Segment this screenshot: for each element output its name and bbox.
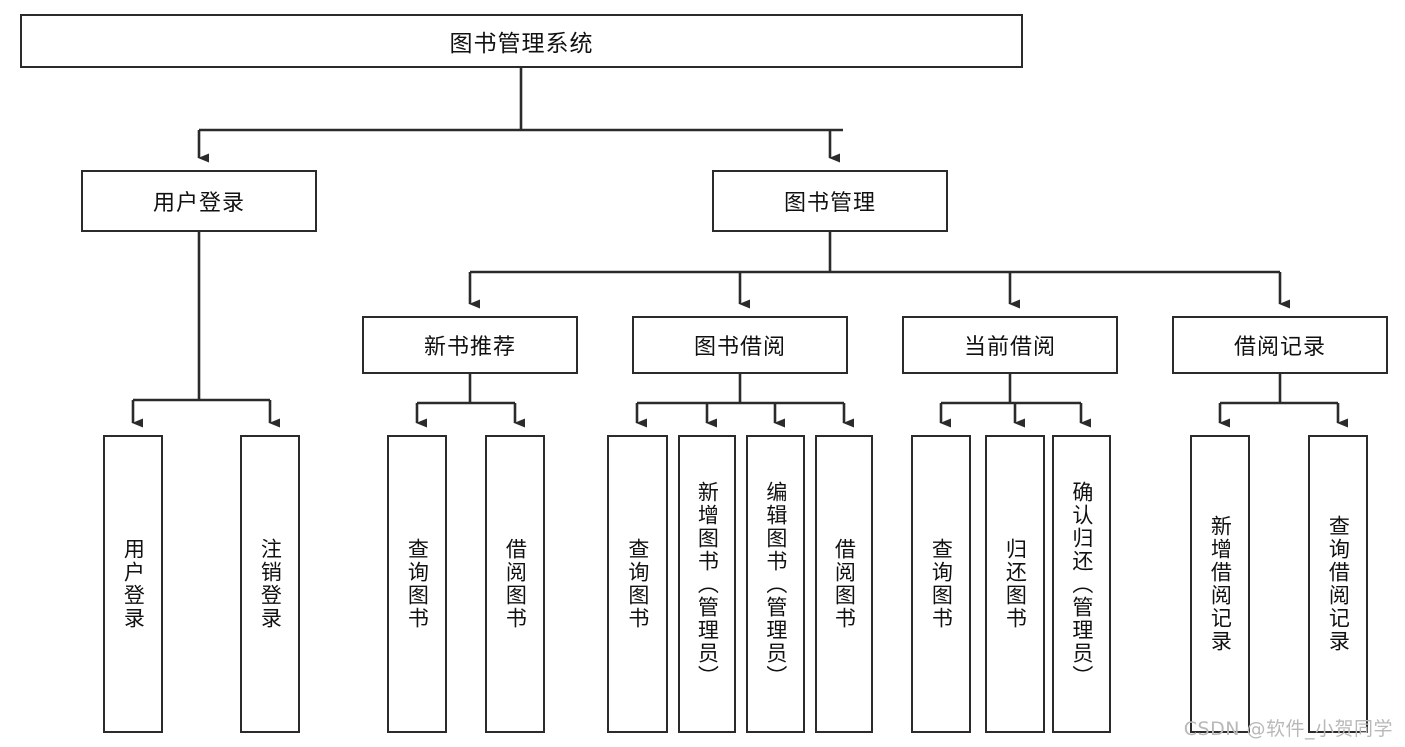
leaf-edit-book[interactable]: 编辑图书（管理员）: [746, 435, 805, 733]
edges-bookborrow-to-leaves: [635, 374, 854, 428]
leaf-add-book-label: 新增图书（管理员）: [695, 480, 720, 688]
node-new-book-recommend-label: 新书推荐: [423, 335, 516, 360]
leaf-borrow-book-recommend[interactable]: 借阅图书: [485, 435, 545, 733]
leaf-query-book-borrow[interactable]: 查询图书: [607, 435, 668, 733]
node-current-borrow-label: 当前借阅: [963, 335, 1056, 360]
leaf-query-borrow-record[interactable]: 查询借阅记录: [1308, 435, 1368, 733]
leaf-edit-book-label: 编辑图书（管理员）: [763, 480, 788, 688]
node-user-login[interactable]: 用户登录: [81, 170, 317, 232]
node-root-system-label: 图书管理系统: [449, 31, 594, 57]
leaf-borrow-book[interactable]: 借阅图书: [815, 435, 873, 733]
leaf-confirm-return[interactable]: 确认归还（管理员）: [1052, 435, 1111, 733]
leaf-query-book-current[interactable]: 查询图书: [911, 435, 971, 733]
node-borrow-records-label: 借阅记录: [1233, 335, 1326, 360]
leaf-query-book-current-label: 查询图书: [929, 538, 954, 630]
leaf-logout[interactable]: 注销登录: [240, 435, 300, 733]
edges-newbook-to-leaves: [415, 374, 525, 428]
edges-borrowrecords-to-leaves: [1218, 374, 1348, 428]
leaf-borrow-book-label: 借阅图书: [832, 538, 857, 630]
leaf-logout-label: 注销登录: [258, 538, 283, 630]
node-book-borrow[interactable]: 图书借阅: [632, 316, 848, 374]
node-book-management-label: 图书管理: [783, 191, 876, 216]
node-root-system[interactable]: 图书管理系统: [20, 14, 1023, 68]
node-book-borrow-label: 图书借阅: [693, 335, 786, 360]
leaf-return-book[interactable]: 归还图书: [985, 435, 1045, 733]
edges-root-to-level1: [197, 68, 843, 163]
leaf-user-login[interactable]: 用户登录: [103, 435, 163, 733]
edges-user-login-to-leaves: [131, 232, 280, 428]
leaf-confirm-return-label: 确认归还（管理员）: [1069, 480, 1094, 688]
leaf-query-borrow-record-label: 查询借阅记录: [1326, 515, 1351, 653]
leaf-query-book-borrow-label: 查询图书: [625, 538, 650, 630]
node-book-management[interactable]: 图书管理: [712, 170, 948, 232]
node-new-book-recommend[interactable]: 新书推荐: [362, 316, 578, 374]
edges-currentborrow-to-leaves: [939, 374, 1091, 428]
leaf-add-book[interactable]: 新增图书（管理员）: [678, 435, 736, 733]
node-user-login-label: 用户登录: [152, 191, 245, 216]
leaf-user-login-label: 用户登录: [121, 538, 146, 630]
leaf-query-book-recommend[interactable]: 查询图书: [387, 435, 447, 733]
leaf-query-book-recommend-label: 查询图书: [405, 538, 430, 630]
node-borrow-records[interactable]: 借阅记录: [1172, 316, 1388, 374]
edges-bookmgmt-to-level2: [468, 232, 1290, 309]
leaf-add-borrow-record[interactable]: 新增借阅记录: [1190, 435, 1250, 733]
leaf-return-book-label: 归还图书: [1003, 538, 1028, 630]
leaf-borrow-book-recommend-label: 借阅图书: [503, 538, 528, 630]
node-current-borrow[interactable]: 当前借阅: [902, 316, 1118, 374]
leaf-add-borrow-record-label: 新增借阅记录: [1208, 515, 1233, 653]
